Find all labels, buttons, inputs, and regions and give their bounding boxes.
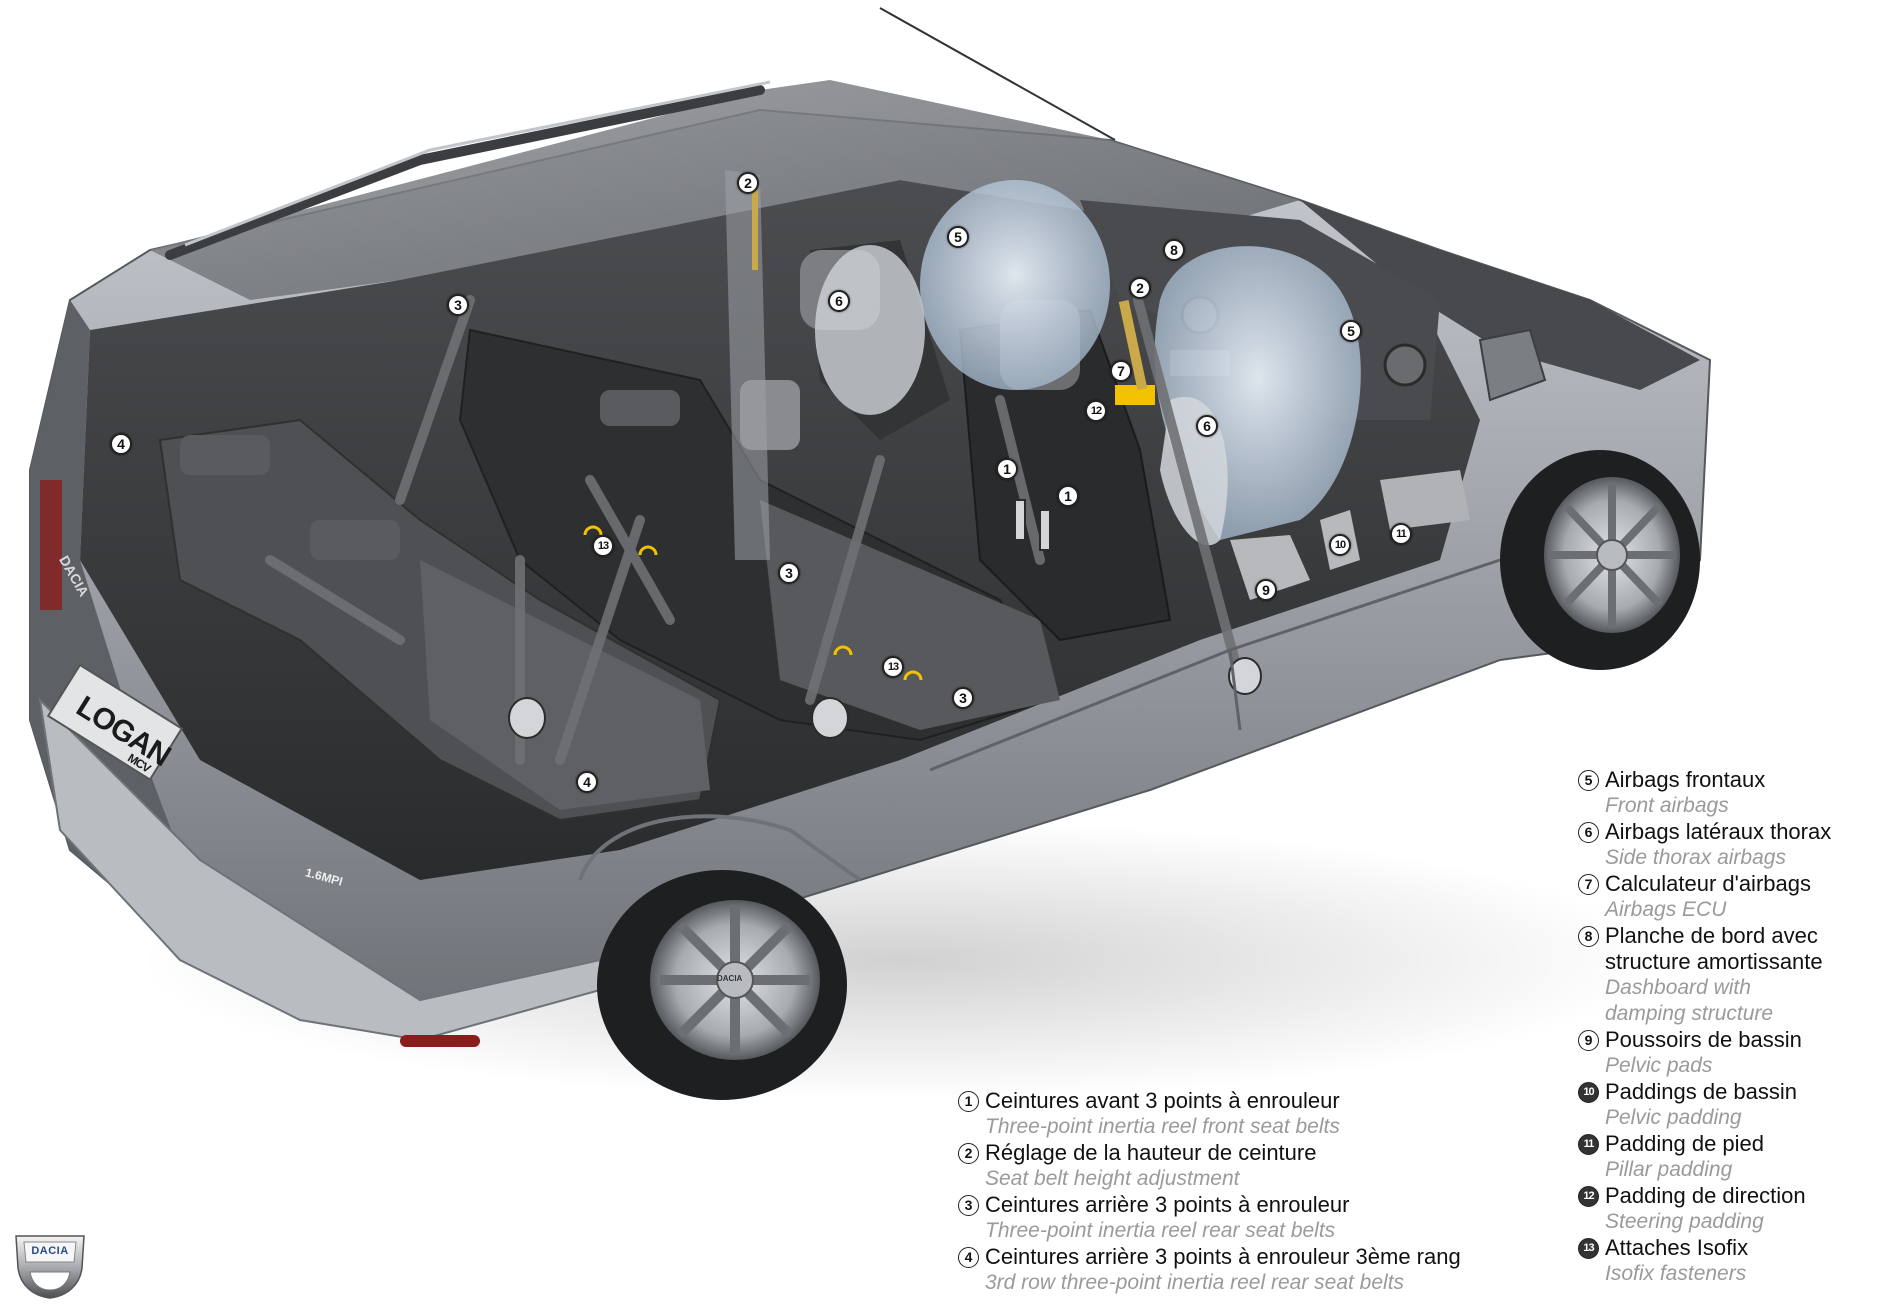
legend-number-badge: 12 <box>1578 1185 1599 1207</box>
legend-french-line: 10 Paddings de bassin <box>1578 1079 1831 1105</box>
legend-number-badge: 10 <box>1578 1081 1599 1103</box>
legend-french-line: 13 Attaches Isofix <box>1578 1235 1831 1261</box>
legend-french-label: Réglage de la hauteur de ceinture <box>985 1140 1317 1165</box>
legend-english-label: Airbags ECU <box>1605 898 1727 921</box>
callout-marker-3: 3 <box>952 687 974 709</box>
legend-number-badge: 11 <box>1578 1133 1599 1155</box>
legend-number-badge: 9 <box>1578 1029 1599 1051</box>
legend-french-line: 5 Airbags frontaux <box>1578 767 1831 793</box>
legend-french-label: Ceintures arrière 3 points à enrouleur 3… <box>985 1244 1461 1269</box>
wheel-brand-badge: DACIA <box>717 974 743 983</box>
legend-english-label: Pelvic pads <box>1605 1054 1713 1077</box>
legend-french-line: 3 Ceintures arrière 3 points à enrouleur <box>958 1192 1461 1218</box>
legend-number-badge: 6 <box>1578 821 1599 843</box>
callout-marker-3: 3 <box>447 294 469 316</box>
callout-marker-12: 12 <box>1085 400 1107 422</box>
callout-marker-1: 1 <box>996 458 1018 480</box>
legend-french-line: 9 Poussoirs de bassin <box>1578 1027 1831 1053</box>
legend-french-line: 4 Ceintures arrière 3 points à enrouleur … <box>958 1244 1461 1270</box>
callout-marker-13: 13 <box>882 656 904 678</box>
callout-marker-2: 2 <box>737 172 759 194</box>
callout-marker-5: 5 <box>1340 320 1362 342</box>
legend-english-label: Steering padding <box>1605 1210 1764 1233</box>
legend-english-label: Three-point inertia reel front seat belt… <box>985 1115 1340 1138</box>
legend-french-label: Ceintures avant 3 points à enrouleur <box>985 1088 1340 1113</box>
legend-number-badge: 13 <box>1578 1237 1599 1259</box>
legend-number-badge: 5 <box>1578 769 1599 791</box>
legend-french-label: Poussoirs de bassin <box>1605 1027 1802 1052</box>
legend-number-badge: 7 <box>1578 873 1599 895</box>
legend-french-line: 12 Padding de direction <box>1578 1183 1831 1209</box>
legend-french-label: Paddings de bassin <box>1605 1079 1798 1104</box>
legend-french-label: Ceintures arrière 3 points à enrouleur <box>985 1192 1350 1217</box>
legend-item-4: 4 Ceintures arrière 3 points à enrouleur … <box>958 1244 1461 1296</box>
legend-english-label: Dashboard with <box>1605 976 1751 999</box>
dacia-shield-icon <box>15 1235 85 1299</box>
legend-french-label: Attaches Isofix <box>1605 1235 1749 1260</box>
legend-french-label: Airbags latéraux thorax <box>1605 819 1832 844</box>
legend-french-line: 11 Padding de pied <box>1578 1131 1831 1157</box>
legend-french-line: 1 Ceintures avant 3 points à enrouleur <box>958 1088 1461 1114</box>
callout-marker-4: 4 <box>576 771 598 793</box>
legend-french-line: 2 Réglage de la hauteur de ceinture <box>958 1140 1461 1166</box>
callout-marker-7: 7 <box>1110 360 1132 382</box>
callout-marker-9: 9 <box>1255 579 1277 601</box>
legend-english-label: Front airbags <box>1605 794 1729 817</box>
callout-marker-13: 13 <box>592 535 614 557</box>
callout-marker-2: 2 <box>1129 277 1151 299</box>
legend-english-label-cont: damping structure <box>1605 1002 1774 1025</box>
dacia-logo: DACIA <box>10 1232 90 1302</box>
callout-marker-6: 6 <box>1196 415 1218 437</box>
legend-french-label: Airbags frontaux <box>1605 767 1766 792</box>
callout-marker-4: 4 <box>110 433 132 455</box>
legend-number-badge: 1 <box>958 1090 979 1112</box>
legend-english-label: Pillar padding <box>1605 1158 1733 1181</box>
legend-french-label: Calculateur d'airbags <box>1605 871 1811 896</box>
legend-number-badge: 3 <box>958 1194 979 1216</box>
legend-english-label: Three-point inertia reel rear seat belts <box>985 1219 1336 1242</box>
callout-marker-10: 10 <box>1329 534 1351 556</box>
legend-english-label: Seat belt height adjustment <box>985 1167 1240 1190</box>
legend-french-line: 7 Calculateur d'airbags <box>1578 871 1831 897</box>
legend-french-label-cont: structure amortissante <box>1605 949 1823 974</box>
callout-marker-3: 3 <box>778 562 800 584</box>
callout-marker-8: 8 <box>1163 239 1185 261</box>
callout-marker-6: 6 <box>828 290 850 312</box>
legend-number-badge: 4 <box>958 1246 979 1268</box>
callout-marker-11: 11 <box>1390 523 1412 545</box>
legend-english-label: Side thorax airbags <box>1605 846 1786 869</box>
legend-french-label: Padding de direction <box>1605 1183 1806 1208</box>
callout-marker-5: 5 <box>947 226 969 248</box>
legend-french-label: Padding de pied <box>1605 1131 1765 1156</box>
legend-english-label: Isofix fasteners <box>1605 1262 1747 1285</box>
legend-number-badge: 2 <box>958 1142 979 1164</box>
legend-english-label: 3rd row three-point inertia reel rear se… <box>985 1271 1405 1294</box>
legend-number-badge: 8 <box>1578 925 1599 947</box>
legend-english-label: Pelvic padding <box>1605 1106 1742 1129</box>
legend-french-line: 8 Planche de bord avec <box>1578 923 1831 949</box>
legend-french-label: Planche de bord avec <box>1605 923 1818 948</box>
logo-wordmark: DACIA <box>31 1245 69 1257</box>
legend-french-line: 6 Airbags latéraux thorax <box>1578 819 1831 845</box>
callout-marker-1: 1 <box>1057 485 1079 507</box>
